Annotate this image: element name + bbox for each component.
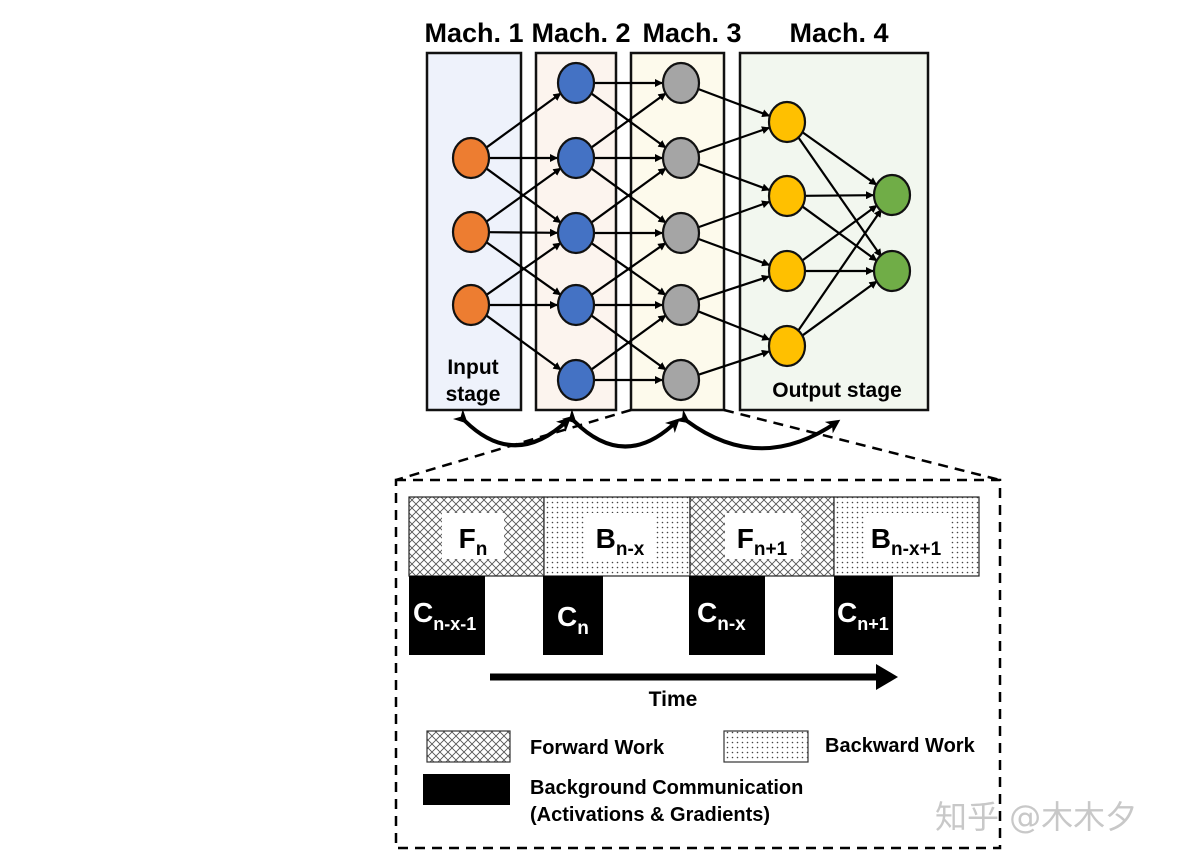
output-node [872, 249, 912, 293]
time-label: Time [649, 688, 698, 711]
work-block-bwd-n-x-plus-1: Bn-x+1 [833, 496, 980, 577]
watermark: 知乎 @木木夕 [935, 798, 1137, 836]
comm-label-base: C [557, 601, 577, 632]
legend-comm-label-1: Background Communication [530, 777, 803, 799]
mach3-node [661, 283, 701, 327]
machine-title-4: Mach. 4 [789, 18, 888, 48]
comm-label-sub: n-x [717, 614, 746, 635]
work-label-sub: n [476, 539, 488, 560]
mach2-node [556, 358, 596, 402]
input-node [451, 136, 491, 180]
network-edge [485, 242, 562, 297]
network-edge [484, 314, 562, 371]
comm-label-base: C [413, 597, 433, 628]
svg-text:Bn-x: Bn-x [596, 523, 645, 560]
mach4-hidden-node [767, 249, 807, 293]
network-edge [589, 92, 667, 149]
work-label-sub: n-x [616, 539, 645, 560]
network-edge [796, 208, 883, 333]
input-stage-label-1: Input [447, 356, 498, 379]
network-edge [697, 237, 771, 267]
svg-text:Fn+1: Fn+1 [737, 523, 788, 560]
comm-label-sub: n-x-1 [433, 614, 476, 634]
work-block-fwd-n: Fn [408, 496, 545, 577]
network-edge [800, 280, 878, 337]
network-edges [484, 79, 883, 384]
network-edge [590, 242, 667, 297]
work-block-bwd-n-x: Bn-x [543, 496, 691, 577]
work-label-base: F [737, 523, 754, 554]
legend-forward-label: Forward Work [530, 737, 665, 759]
comm-arrow-2-3 [561, 408, 680, 449]
work-label-sub: n+1 [754, 539, 788, 560]
mach2-node [556, 211, 596, 255]
mach4-hidden-node [767, 324, 807, 368]
network-edge [801, 130, 878, 186]
work-label-sub: n-x+1 [891, 539, 942, 560]
mach3-node [661, 211, 701, 255]
svg-text:Fn: Fn [459, 523, 488, 560]
comm-arrow-3-4 [674, 409, 841, 451]
comm-block-n-x: Cn-x [689, 576, 765, 655]
mach2-node [556, 136, 596, 180]
comm-arrow-1-2 [452, 409, 571, 448]
work-label-base: F [459, 523, 476, 554]
output-node [872, 173, 912, 217]
network-edge [484, 92, 562, 149]
svg-text:Cn+1: Cn+1 [837, 597, 889, 634]
comm-label-base: C [837, 597, 857, 628]
legend-forward-swatch [426, 730, 511, 763]
network-nodes [451, 61, 912, 402]
network-edge [697, 200, 771, 229]
network-edge [488, 228, 559, 237]
network-edge [589, 167, 667, 224]
machine-title-1: Mach. 1 [424, 18, 523, 48]
comm-block-n-plus-1: Cn+1 [834, 576, 893, 655]
mach4-hidden-node [767, 174, 807, 218]
comm-label-sub: n [577, 618, 589, 639]
comm-label-sub: n+1 [857, 614, 889, 634]
work-label-base: B [596, 523, 616, 554]
zoom-line-right [723, 408, 1001, 482]
network-edge [800, 204, 878, 262]
mach3-node [661, 61, 701, 105]
comm-block-n-x-1: Cn-x-1 [409, 576, 485, 655]
network-edge [697, 87, 771, 118]
legend-backward-swatch [723, 730, 809, 763]
network-edge [697, 126, 770, 154]
comm-block-n: Cn [543, 576, 603, 655]
legend-comm-label-2: (Activations & Gradients) [530, 804, 770, 826]
network-edge [804, 191, 875, 200]
time-arrowhead [876, 664, 898, 690]
network-edge [485, 167, 562, 224]
work-block-fwd-n-plus-1: Fn+1 [689, 496, 835, 577]
svg-text:Bn-x+1: Bn-x+1 [871, 523, 942, 560]
svg-text:Cn: Cn [557, 601, 589, 639]
mach2-node [556, 283, 596, 327]
network-edge [589, 314, 667, 371]
mach3-node [661, 136, 701, 180]
machine-title-3: Mach. 3 [642, 18, 741, 48]
network-edge [697, 274, 770, 301]
network-edge [697, 310, 771, 341]
input-stage-label-2: stage [446, 383, 501, 406]
svg-text:Cn-x: Cn-x [697, 597, 746, 635]
svg-text:Cn-x-1: Cn-x-1 [413, 597, 476, 634]
mach4-hidden-node [767, 100, 807, 144]
work-label-base: B [871, 523, 891, 554]
machine-title-2: Mach. 2 [531, 18, 630, 48]
network-edge [697, 162, 771, 192]
legend-comm-swatch [423, 774, 510, 805]
comm-label-base: C [697, 597, 717, 628]
timeline-frame [394, 478, 1002, 850]
input-node [451, 283, 491, 327]
input-node [451, 210, 491, 254]
network-edge [697, 349, 770, 376]
legend-backward-label: Backward Work [825, 735, 976, 757]
mach3-node [661, 358, 701, 402]
machine-box-4 [738, 51, 930, 412]
output-stage-label: Output stage [772, 379, 902, 402]
mach2-node [556, 61, 596, 105]
